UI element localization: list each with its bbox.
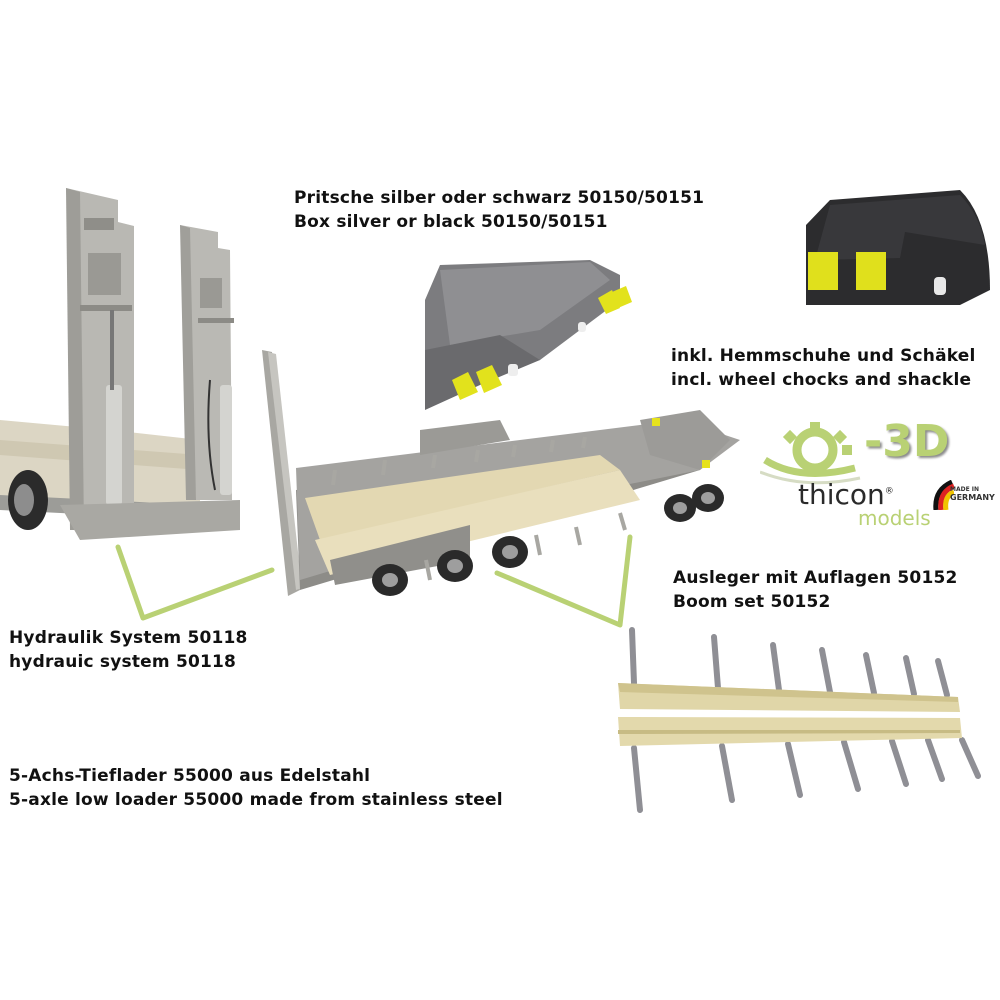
caption-box-en: Box silver or black 50150/50151 (294, 212, 608, 232)
caption-trailer-de: 5-Achs-Tieflader 55000 aus Edelstahl (9, 766, 371, 786)
logo-brand: thicon (798, 478, 885, 511)
caption-trailer-en: 5-axle low loader 55000 made from stainl… (9, 790, 503, 810)
badge-line2: GERMANY (950, 493, 995, 502)
logo-3d-text: -3D (864, 416, 950, 467)
hydraulic-ramps-image (0, 188, 240, 540)
caption-hydraulic: Hydraulik System 50118 hydrauic system 5… (9, 626, 248, 674)
thicon-3d-logo: -3D thicon® models MADE IN GERMANY (760, 416, 1000, 535)
caption-chocks-en: incl. wheel chocks and shackle (671, 370, 972, 390)
black-box-image (806, 190, 990, 305)
caption-chocks: inkl. Hemmschuhe und Schäkel incl. wheel… (671, 344, 976, 392)
caption-boom-de: Ausleger mit Auflagen 50152 (673, 568, 958, 588)
low-loader-trailer-image (262, 350, 740, 596)
caption-hydraulic-de: Hydraulik System 50118 (9, 628, 248, 648)
logo-brand-text: thicon® (798, 478, 894, 511)
silver-box-image (425, 260, 632, 410)
caption-trailer: 5-Achs-Tieflader 55000 aus Edelstahl 5-a… (9, 764, 503, 812)
german-flag-icon (933, 480, 954, 510)
badge-line1: MADE IN (950, 486, 980, 493)
connector-lines (115, 534, 633, 628)
caption-boom-en: Boom set 50152 (673, 592, 831, 612)
caption-box-de: Pritsche silber oder schwarz 50150/50151 (294, 188, 705, 208)
gear-icon (760, 422, 861, 485)
caption-chocks-de: inkl. Hemmschuhe und Schäkel (671, 346, 976, 366)
caption-hydraulic-en: hydrauic system 50118 (9, 652, 237, 672)
connector-hydraulic (115, 544, 275, 621)
logo-models-text: models (858, 506, 931, 530)
made-in-germany-badge: MADE IN GERMANY (950, 486, 995, 502)
connector-boom (494, 534, 633, 628)
caption-boom: Ausleger mit Auflagen 50152 Boom set 501… (673, 566, 958, 614)
logo-registered: ® (884, 486, 894, 497)
caption-box: Pritsche silber oder schwarz 50150/50151… (294, 186, 704, 234)
boom-set-image (618, 627, 981, 813)
